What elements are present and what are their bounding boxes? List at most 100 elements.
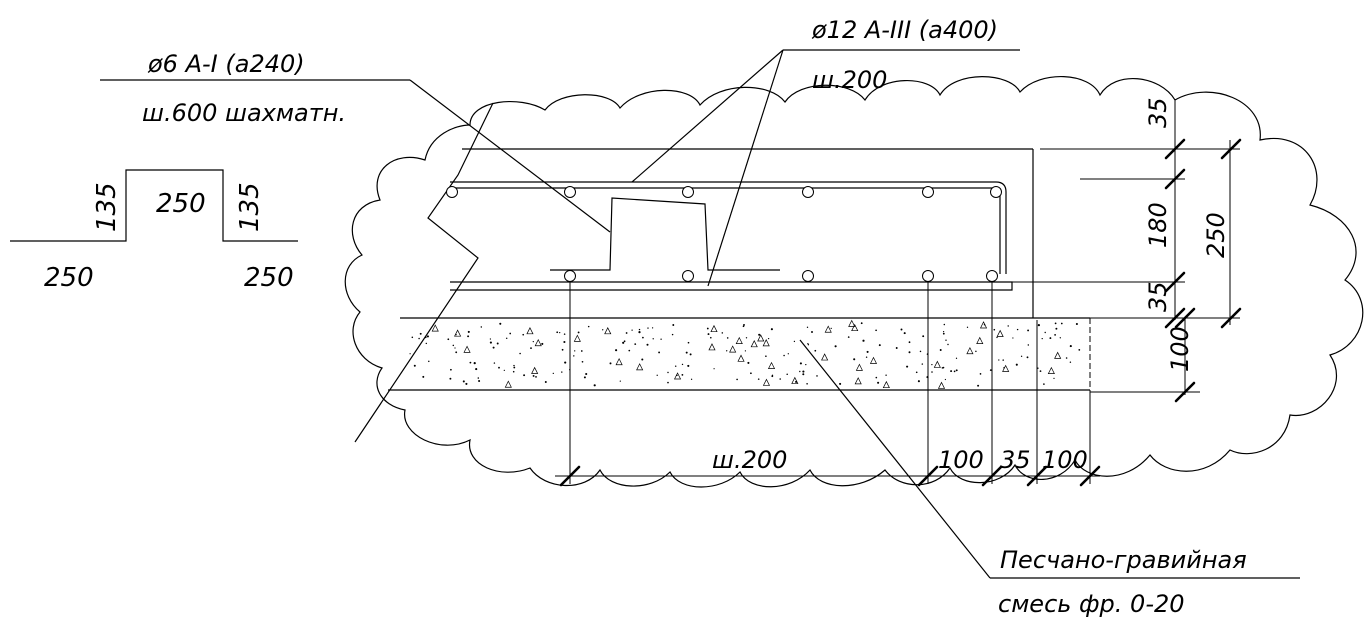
sand-dot <box>765 355 767 357</box>
sand-dot <box>875 376 878 379</box>
sand-dot <box>908 351 911 354</box>
dim-bottom-35: 35 <box>1000 446 1031 474</box>
sand-dot <box>931 371 933 373</box>
sand-dot <box>428 360 430 363</box>
sand-dot <box>811 331 813 333</box>
sand-dot <box>671 333 674 336</box>
sand-dot <box>943 323 946 326</box>
gravel-mark <box>673 372 682 380</box>
sand-dot <box>690 378 693 380</box>
sand-callout-line1: Песчано-гравийная <box>1000 546 1247 574</box>
sand-dot <box>1027 344 1030 346</box>
sand-dot <box>1016 328 1019 331</box>
sand-dot <box>462 380 465 383</box>
sand-dot <box>853 358 856 361</box>
sand-dot <box>681 363 684 366</box>
gravel-mark <box>750 340 758 348</box>
sand-dot <box>499 322 502 325</box>
sand-dot <box>996 336 998 339</box>
sand-dot <box>489 341 492 344</box>
sand-dot <box>783 354 785 357</box>
dim-bottom-100-b: 100 <box>1042 446 1088 474</box>
sand-dot <box>1054 334 1056 336</box>
sand-dot <box>1049 337 1052 340</box>
sand-dot <box>496 342 499 345</box>
sand-dot <box>561 371 563 373</box>
sand-dot <box>806 383 808 385</box>
gravel-mark <box>710 324 718 333</box>
sand-dot <box>979 373 982 375</box>
gravel-mark <box>615 357 623 366</box>
sand-dot <box>638 331 641 334</box>
sand-dot <box>786 373 788 376</box>
sand-dot <box>903 332 906 335</box>
stirrup-shape-sketch: 250 250 250 135 135 <box>10 169 298 293</box>
sand-dot <box>564 361 567 364</box>
sand-dot <box>509 332 512 335</box>
sand-dot <box>757 378 760 380</box>
sand-dot <box>1060 322 1063 325</box>
sand-dot <box>530 347 532 349</box>
sand-dot <box>522 333 525 336</box>
sand-dot <box>770 328 773 331</box>
sand-dot <box>895 347 898 349</box>
sand-dot <box>1053 377 1055 380</box>
rebar-circle <box>986 270 998 282</box>
sand-dot <box>493 362 496 364</box>
sand-dot <box>577 331 580 334</box>
dim-right-cover-top: 35 <box>1144 97 1172 128</box>
sand-dot <box>1054 322 1057 325</box>
sand-dot <box>950 370 953 373</box>
gravel-mark <box>1054 351 1062 359</box>
sand-dot <box>544 381 547 383</box>
sand-dot <box>413 364 416 367</box>
sand-dot <box>556 331 559 334</box>
rebar-circle <box>802 186 814 198</box>
sand-dot <box>523 374 526 377</box>
sand-dot <box>1027 329 1030 332</box>
sand-dot <box>513 366 516 369</box>
sand-dot <box>535 376 537 378</box>
sand-dot <box>1015 363 1018 366</box>
sand-dot <box>660 338 662 340</box>
sand-dot <box>807 344 810 346</box>
sand-dot <box>750 372 752 375</box>
stirrup-in-section <box>550 197 780 271</box>
sand-dot <box>915 371 918 374</box>
stirrup-left-height: 135 <box>92 182 122 232</box>
sand-dot <box>469 361 472 364</box>
sand-dot <box>623 340 626 343</box>
sand-dot <box>411 336 414 339</box>
stirrup-top-width: 250 <box>156 189 206 219</box>
sand-dot <box>977 384 980 387</box>
sand-dot <box>652 338 654 340</box>
sand-dot <box>875 329 877 332</box>
dim-right-total: 250 <box>1202 212 1230 258</box>
gravel-mark <box>937 381 946 389</box>
sand-dot <box>631 329 633 331</box>
sand-dot <box>667 381 669 384</box>
sand-dot <box>1012 337 1014 339</box>
sand-dot <box>1043 383 1045 385</box>
sand-dot <box>475 368 478 371</box>
rebar-callout: ø12 А-III (а400) ш.200 <box>631 16 1020 287</box>
rebar-circle <box>564 270 576 282</box>
sand-dot <box>563 333 566 335</box>
sand-dot <box>814 349 817 352</box>
gravel-mark <box>976 336 984 344</box>
gravel-mark <box>869 356 878 364</box>
sand-dot <box>944 378 947 381</box>
sand-dot <box>583 376 586 379</box>
gravel-mark <box>531 366 539 374</box>
sand-dot <box>865 356 868 358</box>
sand-dot <box>656 374 658 376</box>
gravel-mark <box>604 327 612 335</box>
sand-dot <box>917 380 920 383</box>
rebar-circle <box>922 186 934 198</box>
sand-dot <box>455 334 457 336</box>
sand-dot <box>452 344 455 347</box>
sand-dot <box>919 350 922 353</box>
rebar-circle <box>564 186 576 198</box>
sand-dot <box>771 375 774 378</box>
sand-dot <box>585 372 588 376</box>
